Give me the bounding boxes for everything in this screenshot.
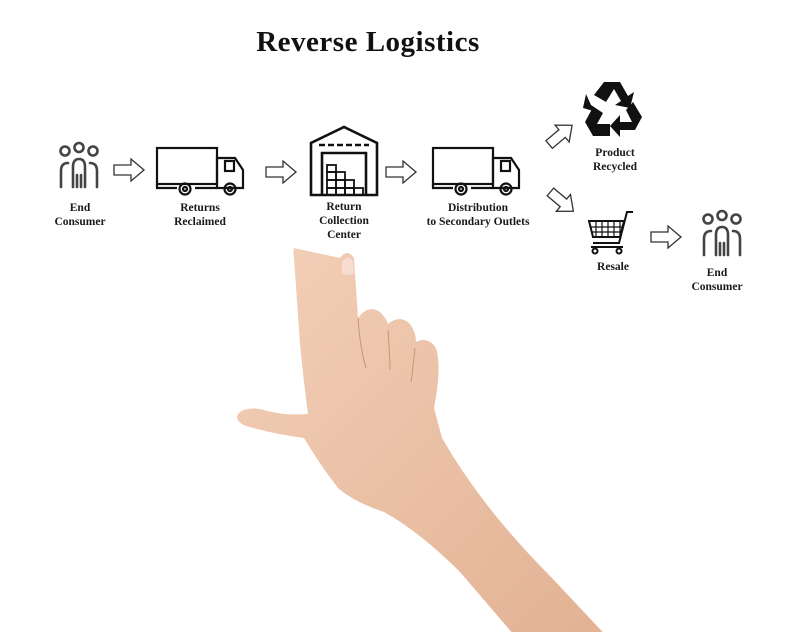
step-label-product-recycled: Product Recycled [540, 146, 690, 174]
label-line: Consumer [691, 281, 743, 293]
step-label-return-collection-center: Return Collection Center [269, 200, 419, 242]
step-label-distribution: Distribution to Secondary Outlets [403, 201, 553, 229]
label-line: Product [595, 147, 635, 159]
recycle-icon [583, 82, 642, 137]
label-line: Return [326, 201, 362, 213]
label-line: Distribution [447, 202, 509, 214]
label-line: to Secondary Outlets [426, 216, 530, 228]
label-line: Resale [597, 261, 629, 273]
label-line: Center [327, 229, 361, 241]
step-label-end-consumer-final: End Consumer [642, 266, 792, 294]
label-line: Reclaimed [174, 216, 226, 228]
diagram-title: Reverse Logistics [256, 26, 480, 58]
label-line: Returns [180, 202, 220, 214]
label-line: Consumer [54, 216, 106, 228]
step-label-resale: Resale [538, 260, 688, 274]
label-line: Recycled [592, 161, 638, 173]
warehouse-icon [309, 125, 379, 197]
step-label-end-consumer: End Consumer [5, 201, 155, 229]
label-line: Collection [319, 215, 369, 227]
step-label-returns-reclaimed: Returns Reclaimed [125, 201, 275, 229]
label-line: End [69, 202, 91, 214]
shopping-cart-icon [587, 211, 633, 255]
label-line: End [706, 267, 728, 279]
